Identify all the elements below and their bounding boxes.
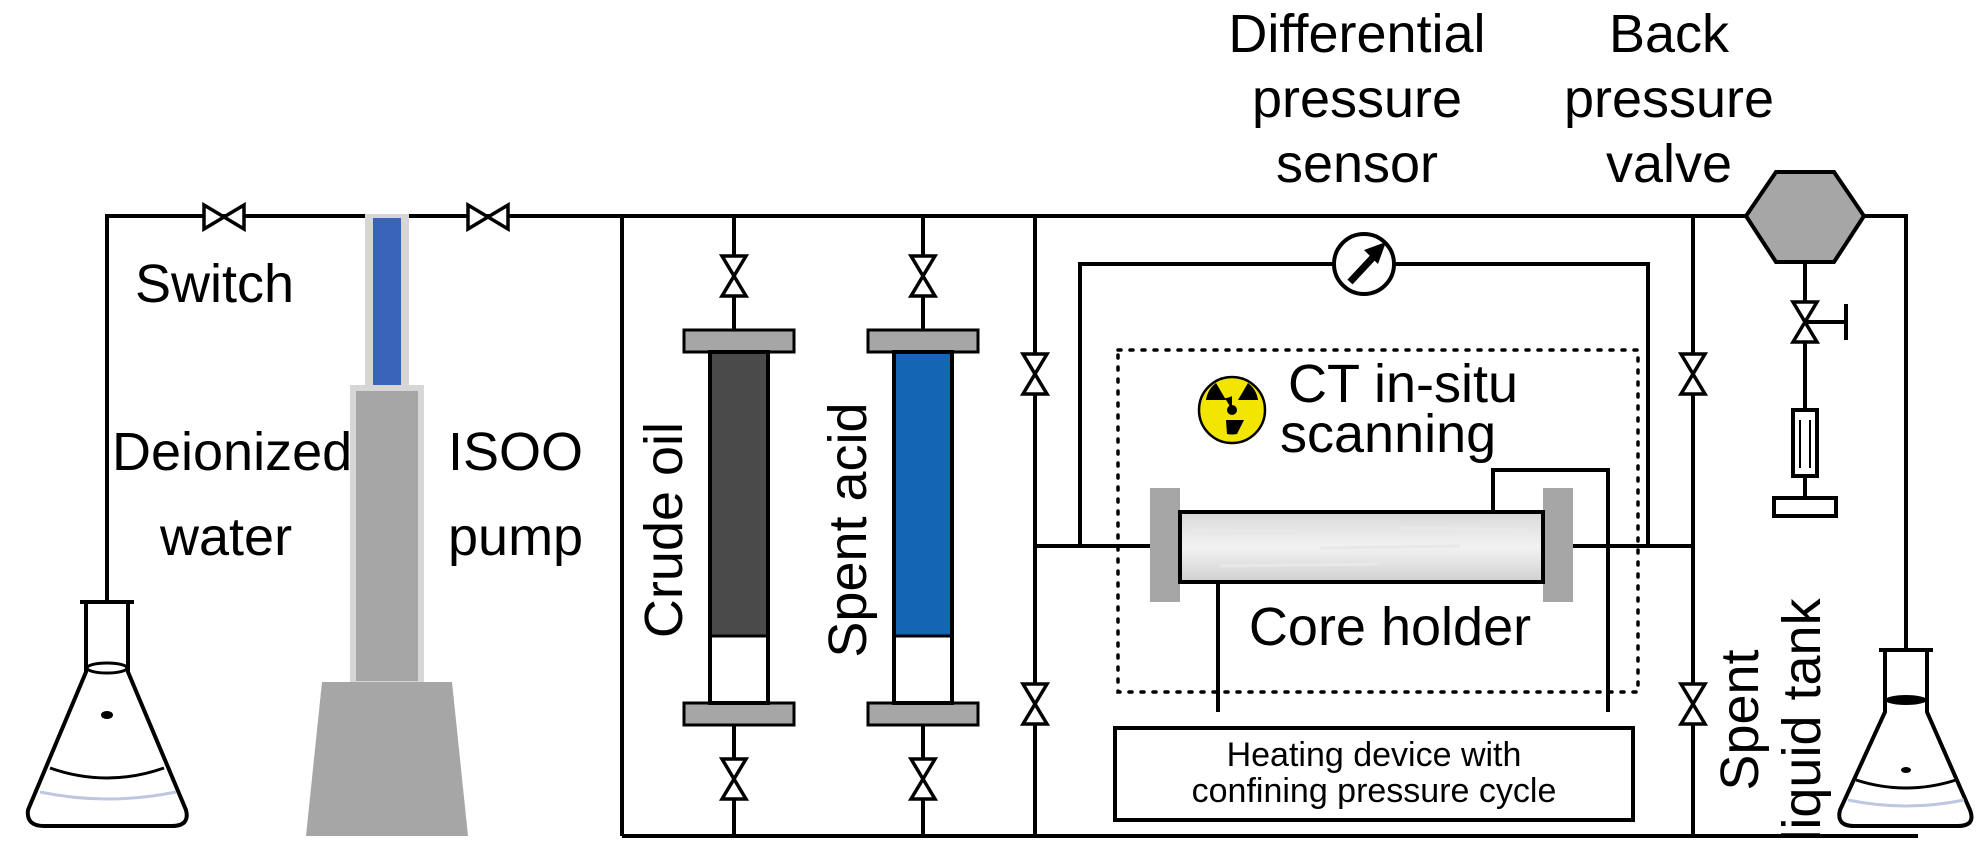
pump-label-1: ISOO — [448, 422, 583, 482]
valve-icon — [202, 203, 246, 231]
ct-scan-label-2: scanning — [1280, 404, 1496, 464]
isoo-pump — [306, 214, 468, 836]
dp-sensor-label-2: pressure — [1252, 69, 1462, 129]
valve-icon — [1021, 352, 1049, 396]
core-holder-label: Core holder — [1249, 597, 1531, 657]
valve-icon — [909, 757, 937, 801]
bpv-label-2: pressure — [1564, 69, 1774, 129]
deionized-water-label-1: Deionized — [112, 422, 352, 482]
bpv-label-1: Back — [1609, 4, 1730, 64]
valve-icon — [720, 757, 748, 801]
pump-label-2: pump — [448, 507, 583, 567]
core-holder — [1150, 488, 1573, 602]
valve-icon — [909, 254, 937, 298]
bpv-label-3: valve — [1606, 134, 1732, 194]
hexagon-valve-icon — [1743, 170, 1867, 264]
spent-acid-column — [866, 328, 980, 727]
spent-tank-label-1: Spent — [1710, 649, 1770, 790]
dp-sensor-label-1: Differential — [1228, 4, 1485, 64]
crude-oil-column — [682, 328, 796, 727]
valve-icon — [720, 254, 748, 298]
spent-acid-label: Spent acid — [818, 402, 878, 657]
gauge-icon — [1332, 232, 1396, 296]
radiation-icon — [1197, 375, 1267, 445]
valve-icon — [1021, 682, 1049, 726]
dp-sensor-label-3: sensor — [1276, 134, 1438, 194]
valve-icon — [1679, 352, 1707, 396]
heating-device-label-1: Heating device with — [1227, 736, 1522, 774]
valve-icon — [1679, 682, 1707, 726]
piping — [105, 214, 1918, 838]
switch-label: Switch — [135, 254, 294, 314]
flask-icon — [25, 600, 189, 828]
heating-device — [1113, 726, 1635, 822]
spent-tank-label-2: liquid tank — [1772, 597, 1832, 841]
deionized-water-label-2: water — [159, 507, 292, 567]
valve-icon — [466, 203, 510, 231]
regulator — [1772, 408, 1838, 518]
ct-scan-label-1: CT in-situ — [1288, 354, 1518, 414]
heating-device-label-2: confining pressure cycle — [1192, 772, 1557, 810]
flask-icon — [1837, 648, 1974, 828]
crude-oil-label: Crude oil — [634, 422, 694, 638]
